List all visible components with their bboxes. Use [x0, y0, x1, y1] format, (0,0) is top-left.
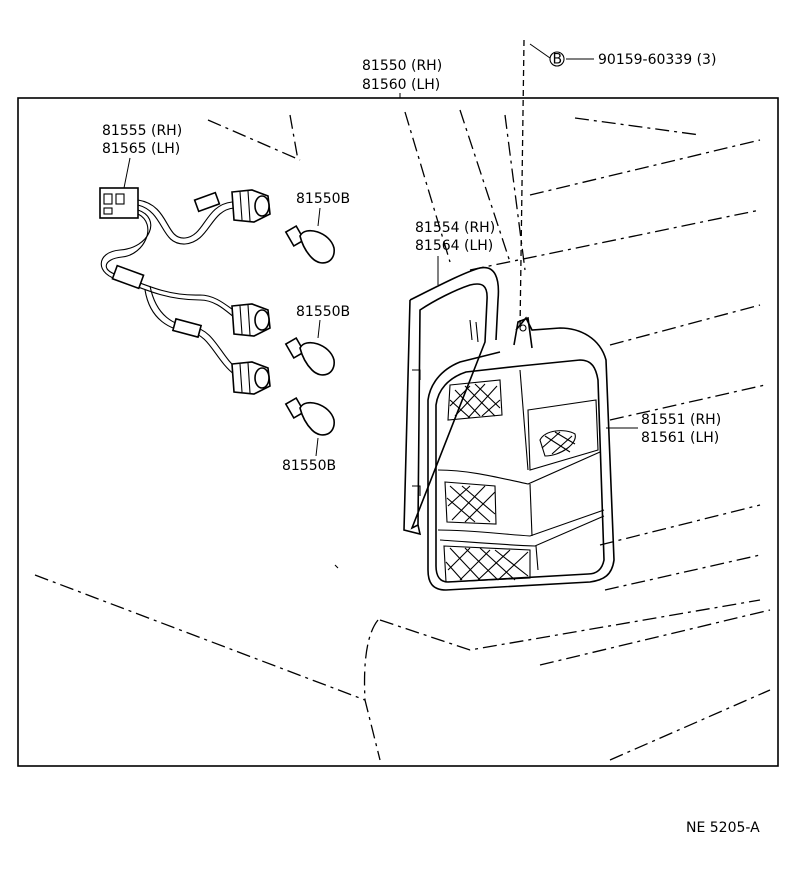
lens-rh-label: 81551 (RH) — [641, 412, 721, 428]
socket-2 — [231, 303, 271, 337]
diagram-frame — [17, 97, 779, 767]
gasket — [403, 266, 500, 536]
gasket-rh-label: 81554 (RH) — [415, 220, 495, 236]
bolt-leader-tick — [529, 43, 551, 59]
socket-wire-rh-label: 81555 (RH) — [102, 123, 182, 139]
bulb-1-icon — [284, 224, 335, 264]
socket-3 — [231, 361, 271, 395]
bulb-3-icon — [284, 396, 335, 436]
bulb-1-label: 81550B — [296, 191, 350, 207]
gasket-lh-label: 81564 (LH) — [415, 238, 493, 254]
bulb-1-group: 81550B — [284, 191, 350, 264]
socket-1 — [231, 189, 271, 223]
bolt-leader-line — [519, 39, 525, 331]
harness-connector — [99, 187, 139, 219]
bulb-3-label: 81550B — [282, 458, 336, 474]
reflector-hatch — [443, 379, 576, 583]
vehicle-body-outline — [34, 109, 771, 761]
bolt-symbol-label: B — [553, 52, 563, 68]
socket-wire-leader — [123, 157, 131, 189]
socket-wire-lh-label: 81565 (LH) — [102, 141, 180, 157]
bulb-3-group: 81550B — [282, 396, 336, 474]
lamp-assembly-lh-label: 81560 (LH) — [362, 77, 440, 93]
bolt-symbol-circle — [549, 51, 565, 67]
socket-and-wire-harness — [99, 187, 271, 395]
bulb-2-icon — [284, 336, 335, 376]
lamp-assembly-rh-label: 81550 (RH) — [362, 58, 442, 74]
lens-and-body — [427, 316, 615, 591]
drawing-code: NE 5205-A — [686, 820, 760, 836]
bolt-part-label: 90159-60339 (3) — [598, 52, 716, 68]
bulb-2-label: 81550B — [296, 304, 350, 320]
lens-lh-label: 81561 (LH) — [641, 430, 719, 446]
bulb-2-group: 81550B — [284, 304, 350, 376]
